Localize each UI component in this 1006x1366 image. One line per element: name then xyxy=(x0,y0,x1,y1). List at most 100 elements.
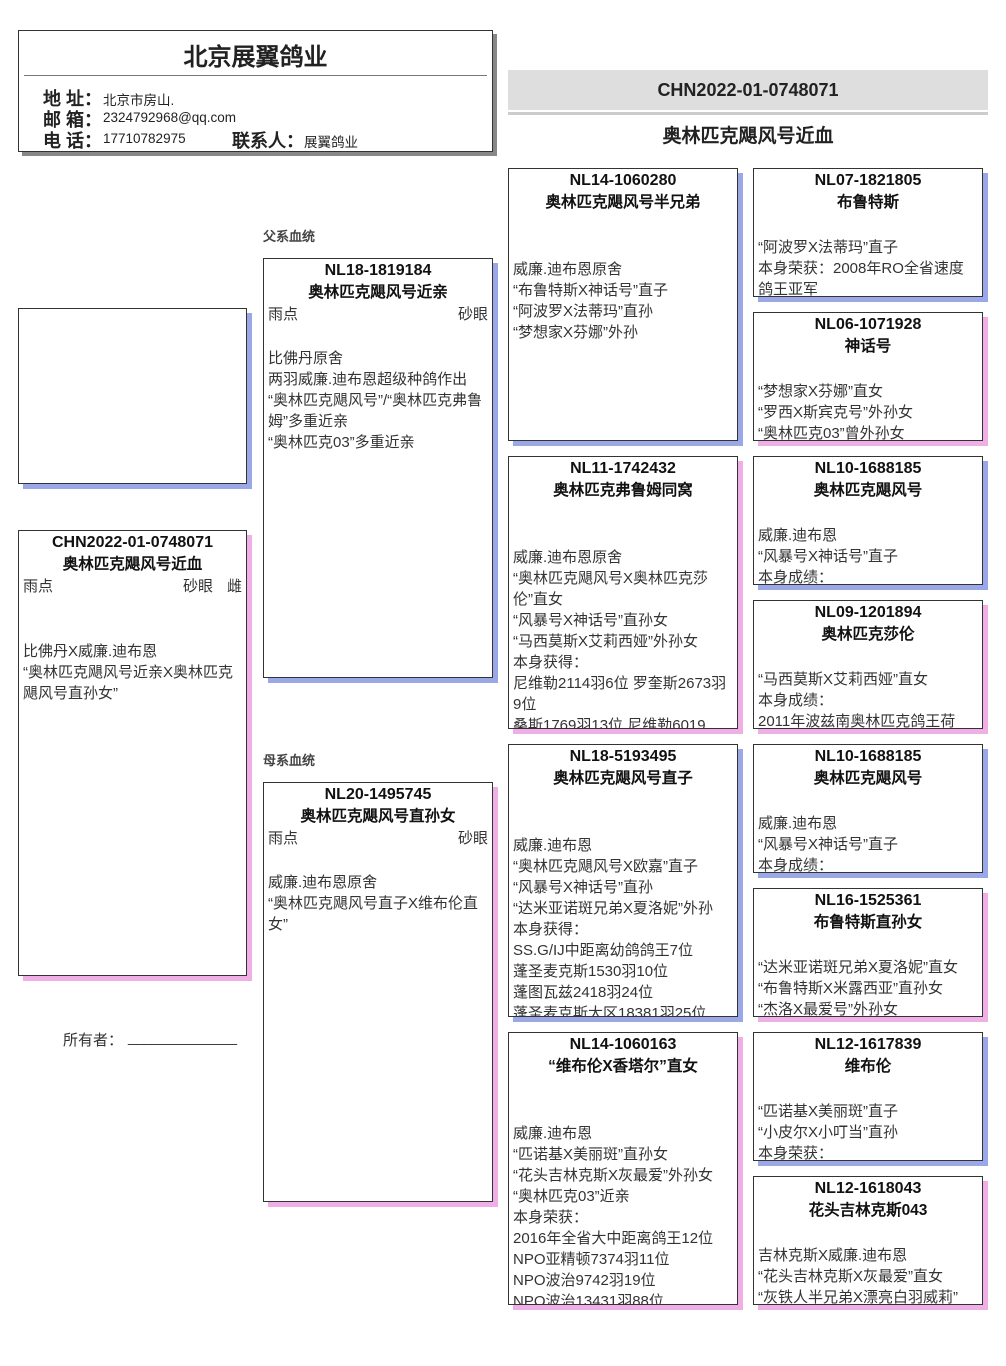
note-line: 威廉.迪布恩原舍 xyxy=(268,874,378,891)
contact-label: 联系人： xyxy=(232,131,304,151)
owner-label: 所有者： xyxy=(63,1032,124,1049)
bird-name: 奥林匹克飓风号半兄弟 xyxy=(545,194,701,211)
ring-number: NL18-1819184 xyxy=(324,262,432,279)
ring-number: NL10-1688185 xyxy=(814,460,922,477)
note-line: 比佛丹X威廉.迪布恩 xyxy=(23,643,158,660)
note-line: 本身获得： xyxy=(513,921,589,938)
note-line: “奥林匹克飓风号直子X维布伦直女” xyxy=(268,895,479,933)
contact-value: 展翼鸽业 xyxy=(304,135,358,150)
note-line: “奥林匹克03”多重近亲 xyxy=(268,434,415,451)
trait: 砂眼 xyxy=(457,830,488,847)
note-line: 威廉.迪布恩原舍 xyxy=(513,549,623,566)
note-line: SS.G/IJ中距离幼鸽鸽王7位 xyxy=(513,942,694,959)
bird-notes: 威廉.迪布恩“奥林匹克飓风号X欧嘉”直子“风暴号X神话号”直孙“达米亚诺斑兄弟X… xyxy=(513,835,733,1016)
ring-number: NL18-5193495 xyxy=(569,748,677,765)
note-line: 本身成绩： xyxy=(758,857,834,873)
note-line: 蓬圣麦克斯1530羽10位 xyxy=(513,963,669,980)
note-line: “达米亚诺斑兄弟X夏洛妮”直女 xyxy=(758,959,958,976)
note-line: NPO波治13431羽88位 xyxy=(513,1293,664,1305)
ring-number: NL12-1617839 xyxy=(814,1036,922,1053)
ring-number: NL11-1742432 xyxy=(570,460,676,477)
bird-notes: 威廉.迪布恩“风暴号X神话号”直子本身成绩： xyxy=(758,525,978,584)
note-line: “奥林匹克03”曾外孙女 xyxy=(758,425,905,441)
note-line: “阿波罗X法蒂玛”直子 xyxy=(758,239,898,256)
bird-notes: 吉林克斯X威廉.迪布恩“花头吉林克斯X灰最爱”直女“灰铁人半兄弟X漂亮白羽威莉” xyxy=(758,1245,978,1305)
bird-name: 奥林匹克莎伦 xyxy=(821,626,915,643)
address-label: 地 址： xyxy=(43,89,103,109)
trait: 雨点 xyxy=(268,830,299,847)
pedigree-card-dss: NL10-1688185 奥林匹克飓风号威廉.迪布恩“风暴号X神话号”直子本身成… xyxy=(753,744,983,873)
note-line: 尼维勒2114羽6位 罗奎斯2673羽9位 xyxy=(513,675,727,713)
ring-number: NL06-1071928 xyxy=(814,316,922,333)
pedigree-card-dsd: NL16-1525361 布鲁特斯直孙女 “达米亚诺斑兄弟X夏洛妮”直女“布鲁特斯… xyxy=(753,888,983,1017)
pedigree-card-dds: NL12-1617839 维布伦“匹诺基X美丽斑”直子“小皮尔X小叮当”直孙本身… xyxy=(753,1032,983,1161)
note-line: “灰铁人半兄弟X漂亮白羽威莉” xyxy=(758,1289,958,1305)
bird-name: 奥林匹克飓风号直孙女 xyxy=(300,808,456,825)
trait: 砂眼 xyxy=(457,306,488,323)
note-line: 桑斯1769羽13位 尼维勒6019 xyxy=(513,717,706,729)
traits-row: 雨点 砂眼 xyxy=(268,304,488,325)
bird-notes: “达米亚诺斑兄弟X夏洛妮”直女“布鲁特斯X米露西亚”直孙女“杰洛X最爱号”外孙女 xyxy=(758,957,978,1016)
note-line: 吉林克斯X威廉.迪布恩 xyxy=(758,1247,908,1264)
pedigree-card-sss: NL07-1821805 布鲁特斯“阿波罗X法蒂玛”直子本身荣获：2008年RO… xyxy=(753,168,983,297)
note-line: 蓬图瓦兹2418羽24位 xyxy=(513,984,654,1001)
note-line: 本身荣获： xyxy=(758,1145,834,1161)
note-line: “花头吉林克斯X灰最爱”外孙女 xyxy=(513,1167,713,1184)
note-line: 两羽威廉.迪布恩超级种鸽作出 xyxy=(268,371,468,388)
trait: 砂眼 xyxy=(182,578,213,595)
note-line: 本身荣获： xyxy=(513,1209,589,1226)
ring-number: NL10-1688185 xyxy=(814,748,922,765)
ring-number: NL16-1525361 xyxy=(814,892,922,909)
bird-name: 布鲁特斯直孙女 xyxy=(813,914,923,931)
ring-number: CHN2022-01-0748071 xyxy=(52,534,213,551)
note-line: “风暴号X神话号”直子 xyxy=(758,548,898,565)
bird-notes: 比佛丹原舍两羽威廉.迪布恩超级种鸽作出 “奥林匹克飓风号”/“奥林匹克弗鲁姆”多重… xyxy=(268,348,488,453)
ring-number: NL14-1060280 xyxy=(569,172,677,189)
note-line: “罗西X斯宾克号”外孙女 xyxy=(758,404,913,421)
note-line: “风暴号X神话号”直孙女 xyxy=(513,612,668,629)
bird-notes: “梦想家X芬娜”直女 “罗西X斯宾克号”外孙女 “奥林匹克03”曾外孙女 xyxy=(758,381,978,441)
pedigree-card-dd: NL14-1060163 “维布伦X香塔尔”直女威廉.迪布恩“匹诺基X美丽斑”直… xyxy=(508,1032,738,1305)
bird-notes: 比佛丹X威廉.迪布恩 “奥林匹克飓风号近亲X奥林匹克飓风号直孙女” xyxy=(23,641,242,704)
banner-name: 奥林匹克飓风号近血 xyxy=(662,126,834,147)
note-line: “马西莫斯X艾莉西娅”外孙女 xyxy=(513,633,698,650)
note-line: 比佛丹原舍 xyxy=(268,350,344,367)
note-line: 威廉.迪布恩 xyxy=(758,815,838,832)
pedigree-card-subject: CHN2022-01-0748071 奥林匹克飓风号近血雨点砂眼雌比佛丹X威廉.… xyxy=(18,530,247,976)
ring-number: NL14-1060163 xyxy=(569,1036,677,1053)
email-label: 邮 箱： xyxy=(43,110,103,130)
note-line: 2011年波兹南奥林匹克鸽王荷 xyxy=(758,713,956,729)
bird-notes: “阿波罗X法蒂玛”直子本身荣获：2008年RO全省速度鸽王亚军 xyxy=(758,237,978,297)
note-line: 本身荣获：2008年RO全省速度鸽王亚军 xyxy=(758,260,964,297)
note-line: “达米亚诺斑兄弟X夏洛妮”外孙 xyxy=(513,900,713,917)
pedigree-card-sdd: NL09-1201894 奥林匹克莎伦“马西莫斯X艾莉西娅”直女本身成绩：201… xyxy=(753,600,983,729)
bird-notes: “匹诺基X美丽斑”直子“小皮尔X小叮当”直孙本身荣获： xyxy=(758,1101,978,1161)
note-line: “梦想家X芬娜”直女 xyxy=(758,383,883,400)
breeder-title: 北京展翼鸽业 xyxy=(183,44,328,71)
note-line: 本身获得： xyxy=(513,654,589,671)
header-divider xyxy=(24,75,487,76)
bird-notes: 威廉.迪布恩原舍“布鲁特斯X神话号”直子“阿波罗X法蒂玛”直孙“梦想家X芬娜”外… xyxy=(513,259,733,343)
note-line: “马西莫斯X艾莉西娅”直女 xyxy=(758,671,928,688)
ring-banner: CHN2022-01-0748071 xyxy=(508,70,988,112)
note-line: 威廉.迪布恩 xyxy=(513,837,593,854)
bird-notes: “马西莫斯X艾莉西娅”直女本身成绩： 2011年波兹南奥林匹克鸽王荷 xyxy=(758,669,978,729)
pedigree-card-sire: NL18-1819184 奥林匹克飓风号近亲雨点砂眼比佛丹原舍两羽威廉.迪布恩超… xyxy=(263,258,493,678)
pedigree-card-dam: NL20-1495745 奥林匹克飓风号直孙女雨点砂眼威廉.迪布恩原舍“奥林匹克… xyxy=(263,782,493,1202)
note-line: “奥林匹克飓风号”/“奥林匹克弗鲁姆”多重近亲 xyxy=(268,392,483,430)
bird-name: 奥林匹克飓风号 xyxy=(813,770,923,787)
traits-row: 雨点砂眼雌 xyxy=(23,576,242,597)
note-line: “奥林匹克03”近亲 xyxy=(513,1188,630,1205)
note-line: 威廉.迪布恩 xyxy=(758,527,838,544)
bird-notes: 威廉.迪布恩原舍“奥林匹克飓风号X奥林匹克莎伦”直女“风暴号X神话号”直孙女“马… xyxy=(513,547,733,729)
banner-ring: CHN2022-01-0748071 xyxy=(657,80,839,100)
note-line: NPO波治9742羽19位 xyxy=(513,1272,656,1289)
email-value: 2324792968@qq.com xyxy=(103,110,237,125)
note-line: 本身成绩： xyxy=(758,692,834,709)
note-line: NPO亚精顿7374羽11位 xyxy=(513,1251,670,1268)
note-line: “奥林匹克飓风号近亲X奥林匹克飓风号直孙女” xyxy=(23,664,234,702)
sire-section-label: 父系血统 xyxy=(263,229,316,244)
trait: 雨点 xyxy=(268,306,299,323)
bird-notes: 威廉.迪布恩“匹诺基X美丽斑”直孙女“花头吉林克斯X灰最爱”外孙女“奥林匹克03… xyxy=(513,1123,733,1305)
